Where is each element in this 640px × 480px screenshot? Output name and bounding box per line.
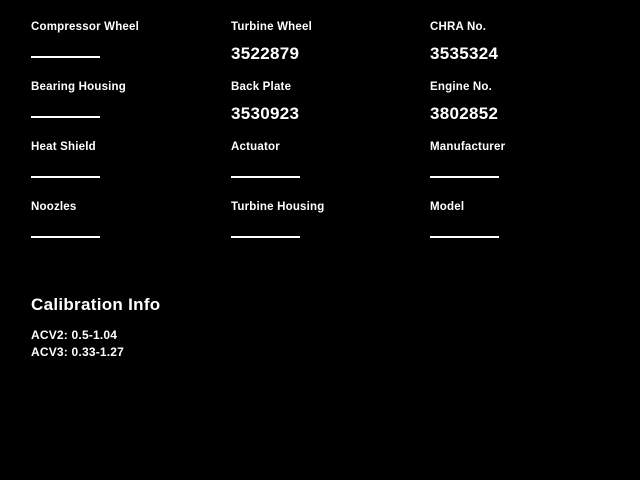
field-value: 3530923: [231, 104, 300, 123]
calibration-lines: ACV2: 0.5-1.04 ACV3: 0.33-1.27: [31, 327, 609, 361]
field-bearing-housing[interactable]: Bearing Housing: [31, 77, 231, 137]
field-blank-underline[interactable]: [31, 176, 100, 178]
field-value: 3802852: [430, 104, 499, 123]
calibration-section: Calibration Info ACV2: 0.5-1.04 ACV3: 0.…: [31, 295, 609, 361]
field-noozles[interactable]: Noozles: [31, 197, 231, 257]
field-blank-underline[interactable]: [231, 176, 300, 178]
calibration-line-acv3: ACV3: 0.33-1.27: [31, 345, 125, 359]
field-label: Back Plate: [231, 81, 292, 93]
field-label: CHRA No.: [430, 21, 487, 33]
field-value: 3535324: [430, 44, 499, 63]
field-value: 3522879: [231, 44, 300, 63]
field-back-plate[interactable]: Back Plate 3530923: [231, 77, 430, 137]
fields-grid: Compressor Wheel Turbine Wheel 3522879 CHRA…: [31, 17, 609, 257]
field-label: Manufacturer: [430, 141, 506, 153]
field-label: Turbine Housing: [231, 201, 325, 213]
field-label: Heat Shield: [31, 141, 96, 153]
field-blank-underline[interactable]: [231, 236, 300, 238]
field-engine-no[interactable]: Engine No. 3802852: [430, 77, 609, 137]
field-turbine-wheel[interactable]: Turbine Wheel 3522879: [231, 17, 430, 77]
calibration-line-acv2: ACV2: 0.5-1.04: [31, 328, 118, 342]
field-label: Actuator: [231, 141, 280, 153]
calibration-title: Calibration Info: [31, 295, 161, 314]
field-blank-underline[interactable]: [430, 236, 499, 238]
field-blank-underline[interactable]: [31, 116, 100, 118]
field-blank-underline[interactable]: [31, 236, 100, 238]
field-turbine-housing[interactable]: Turbine Housing: [231, 197, 430, 257]
field-actuator[interactable]: Actuator: [231, 137, 430, 197]
field-label: Compressor Wheel: [31, 21, 140, 33]
field-heat-shield[interactable]: Heat Shield: [31, 137, 231, 197]
field-label: Engine No.: [430, 81, 493, 93]
field-model[interactable]: Model: [430, 197, 609, 257]
field-label: Turbine Wheel: [231, 21, 312, 33]
field-label: Noozles: [31, 201, 77, 213]
field-label: Bearing Housing: [31, 81, 127, 93]
field-blank-underline[interactable]: [31, 56, 100, 58]
field-blank-underline[interactable]: [430, 176, 499, 178]
field-label: Model: [430, 201, 465, 213]
field-manufacturer[interactable]: Manufacturer: [430, 137, 609, 197]
field-compressor-wheel[interactable]: Compressor Wheel: [31, 17, 231, 77]
field-chra-no[interactable]: CHRA No. 3535324: [430, 17, 609, 77]
